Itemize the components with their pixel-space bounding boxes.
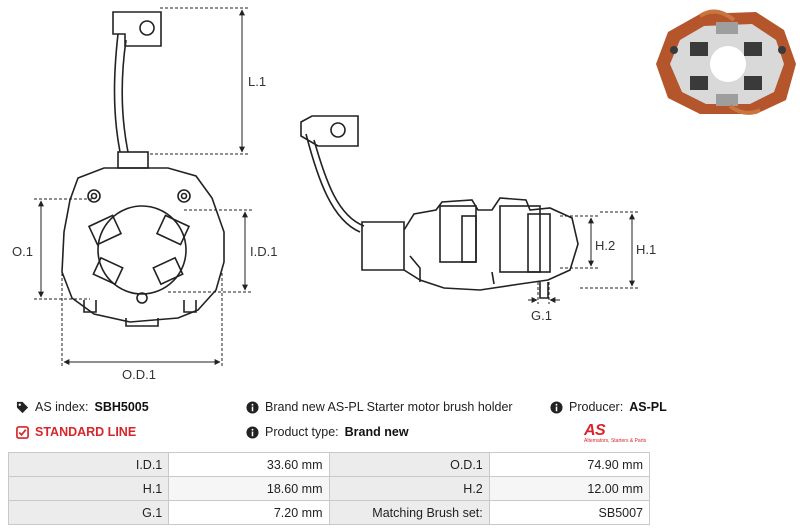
producer-label: Producer: [569, 400, 624, 414]
as-index: AS index: SBH5005 [16, 400, 149, 414]
label-g1: G.1 [531, 308, 552, 323]
logo-tagline: Alternators, Starters & Parts [584, 438, 647, 444]
label-o1: O.1 [12, 244, 33, 259]
standard-line: STANDARD LINE [16, 425, 136, 439]
spec-value: 7.20 mm [168, 500, 330, 525]
side-view [300, 115, 579, 299]
spec-label: G.1 [7, 500, 170, 525]
product-type-value: Brand new [344, 425, 409, 439]
spec-value: 74.90 mm [488, 452, 651, 477]
spec-label: O.D.1 [328, 452, 490, 477]
as-pl-logo: AS Alternators, Starters & Parts [584, 422, 648, 446]
tags-icon [16, 401, 29, 413]
spec-label: H.1 [7, 476, 170, 501]
info-icon [246, 400, 259, 414]
spec-value: 12.00 mm [488, 476, 651, 501]
table-row: I.D.1 33.60 mm O.D.1 74.90 mm [7, 452, 651, 477]
front-view [61, 11, 225, 327]
table-row: H.1 18.60 mm H.2 12.00 mm [7, 476, 651, 501]
dimension-o1 [34, 198, 94, 300]
dimension-g1 [528, 282, 560, 304]
as-index-value: SBH5005 [94, 400, 149, 414]
product-type-label: Product type: [265, 425, 339, 439]
spec-label: H.2 [328, 476, 490, 501]
dimension-l1 [150, 7, 248, 155]
spec-value: 18.60 mm [168, 476, 330, 501]
technical-drawing: L.1 O.1 I.D.1 O.D.1 [12, 7, 796, 382]
check-square-icon [16, 425, 29, 439]
product-photo [656, 9, 796, 115]
producer-value: AS-PL [629, 400, 667, 414]
description-text: Brand new AS-PL Starter motor brush hold… [265, 400, 513, 414]
dimension-id1 [168, 209, 252, 293]
spec-label: I.D.1 [7, 452, 170, 477]
standard-line-text: STANDARD LINE [35, 425, 137, 439]
dimension-h1 [580, 211, 638, 289]
label-id1: I.D.1 [250, 244, 277, 259]
info-icon [246, 425, 259, 439]
dimension-h2 [560, 215, 598, 269]
producer: Producer: AS-PL [550, 400, 667, 414]
info-icon [550, 400, 563, 414]
dimension-od1 [61, 268, 223, 368]
info-row-2: STANDARD LINE Product type: Brand new [0, 425, 800, 445]
table-row: G.1 7.20 mm Matching Brush set: SB5007 [7, 500, 651, 525]
info-row-1: AS index: SBH5005 Brand new AS-PL Starte… [0, 400, 800, 420]
label-l1: L.1 [248, 74, 266, 89]
product-type: Product type: Brand new [246, 425, 409, 439]
matching-brush-set-value[interactable]: SB5007 [488, 500, 651, 525]
spec-label: Matching Brush set: [328, 500, 490, 525]
as-index-label: AS index: [35, 400, 89, 414]
label-od1: O.D.1 [122, 367, 156, 382]
label-h2: H.2 [595, 238, 615, 253]
spec-table: I.D.1 33.60 mm O.D.1 74.90 mm H.1 18.60 … [7, 452, 651, 525]
spec-value: 33.60 mm [168, 452, 330, 477]
logo-brand: AS [584, 422, 606, 439]
description: Brand new AS-PL Starter motor brush hold… [246, 400, 513, 414]
label-h1: H.1 [636, 242, 656, 257]
